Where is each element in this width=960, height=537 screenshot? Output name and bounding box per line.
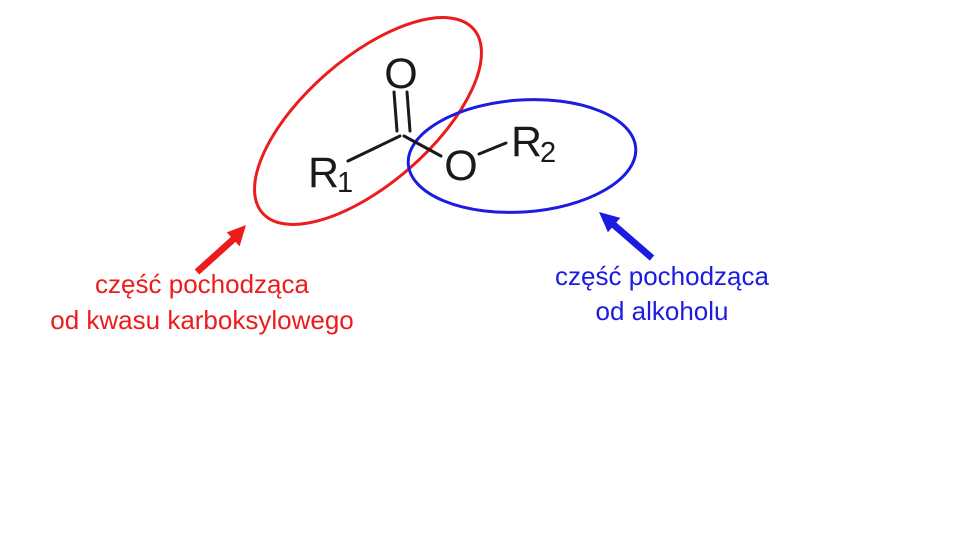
acid-part-caption-line1: część pochodząca <box>95 269 309 299</box>
carbonyl-double-bond-left <box>392 90 399 133</box>
alcohol-part-caption-line2: od alkoholu <box>596 296 729 326</box>
bond-carbon-ester-oxygen <box>402 134 443 158</box>
r2-subscript: 2 <box>540 137 556 169</box>
carbonyl-double-bond-right <box>405 90 412 133</box>
bond-ester-oxygen-r2 <box>477 141 508 156</box>
r1-subscript: 1 <box>337 167 353 199</box>
r1-label: R <box>308 149 339 197</box>
acid-part-arrow-icon <box>194 225 246 275</box>
alcohol-part-arrow-icon <box>599 212 655 261</box>
carbonyl-oxygen-label: O <box>384 50 417 98</box>
alcohol-part-caption-line1: część pochodząca <box>555 261 769 291</box>
ester-oxygen-label: O <box>444 142 477 190</box>
r2-label: R <box>511 118 542 166</box>
bond-carbon-r1 <box>346 134 402 163</box>
acid-part-ellipse <box>253 16 483 226</box>
alcohol-part-ellipse <box>406 98 638 214</box>
acid-part-caption-line2: od kwasu karboksylowego <box>50 305 354 335</box>
